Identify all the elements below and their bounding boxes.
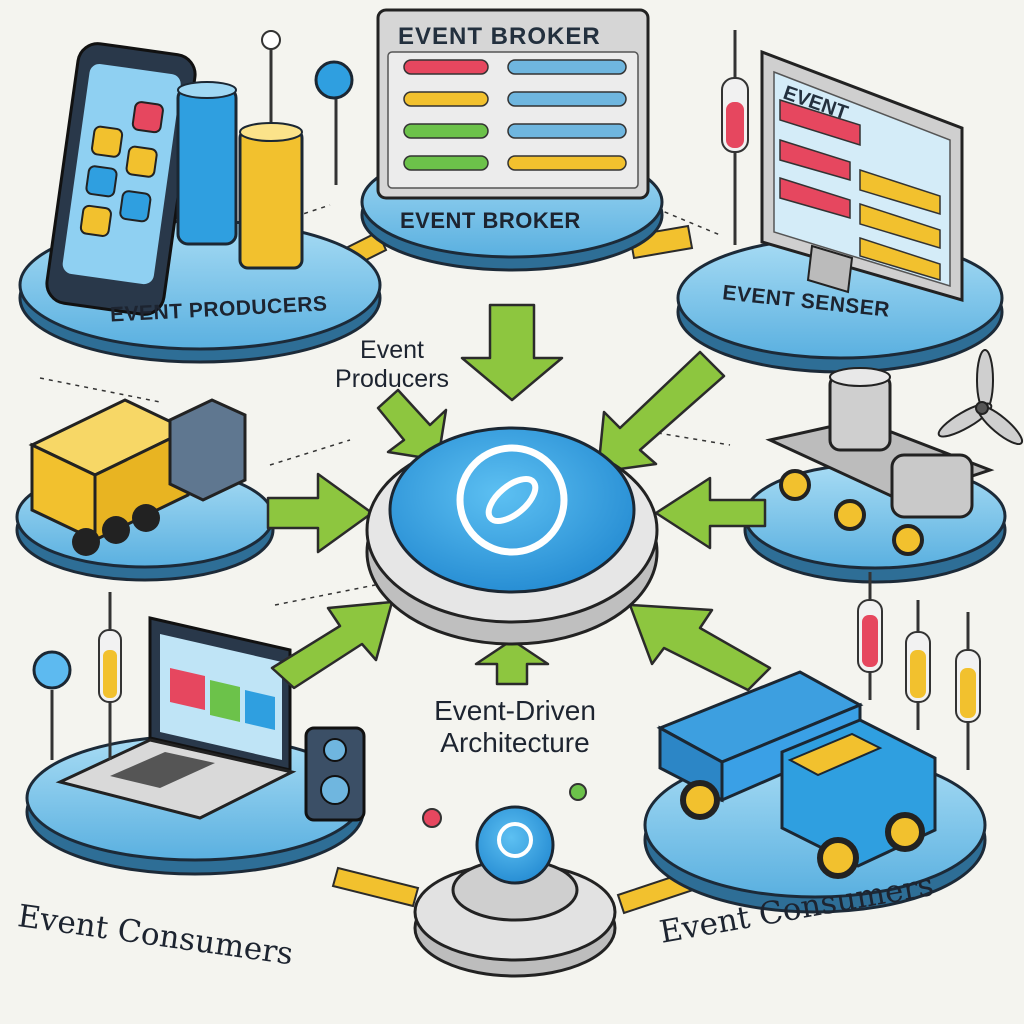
- arrow-from-bottom-right: [628, 603, 772, 692]
- monitor-icon: [760, 49, 964, 302]
- page-title-line1: Event-Driven: [434, 695, 596, 726]
- arrow-from-left: [266, 472, 374, 554]
- arrow-from-top-left: [376, 388, 448, 462]
- smartphone-icon: [45, 42, 197, 316]
- sensor-probe-icon: [721, 30, 749, 245]
- fan-icon: [937, 349, 1024, 446]
- battery-icon: [176, 81, 238, 246]
- cart-machine-icon: [765, 367, 995, 556]
- sensor-platform: [676, 30, 1004, 374]
- dump-truck-icon: [656, 670, 937, 879]
- page-title-line2: Architecture: [440, 727, 590, 758]
- broker-platform: [360, 8, 664, 272]
- speaker-icon: [304, 726, 366, 822]
- arrow-from-bottom-left: [270, 600, 394, 690]
- arrow-from-right: [654, 476, 767, 550]
- broker-board-icon: [376, 8, 650, 200]
- central-hub: [365, 426, 659, 646]
- consumers-left-platform: [25, 592, 366, 876]
- green-arrows: [266, 303, 772, 692]
- hub-ring-icon: [456, 444, 568, 556]
- hub-label-line1: Event: [360, 336, 424, 364]
- container-truck-icon: [28, 398, 247, 556]
- cylinder-tank-icon: [238, 30, 304, 270]
- left-probe-icon: [98, 592, 122, 760]
- hub-label-line2: Producers: [335, 365, 449, 393]
- producers-platform: [18, 30, 382, 364]
- arrow-from-top-right: [596, 350, 726, 474]
- signal-probe-icon: [314, 60, 354, 185]
- laptop-icon: [55, 616, 297, 820]
- left-truck-platform: [15, 398, 275, 582]
- arrow-from-bottom: [474, 638, 550, 686]
- hub-label: Event Producers: [322, 336, 462, 394]
- gauge-probes-icon: [857, 572, 981, 770]
- lightbulb-icon: [32, 650, 72, 760]
- broker-platform-label: EVENT BROKER: [400, 208, 581, 233]
- bottom-hub: [413, 783, 617, 978]
- right-cart-platform: [743, 349, 1024, 584]
- consumers-right-platform: [643, 572, 987, 914]
- broker-screen-title: EVENT BROKER: [398, 23, 601, 50]
- arrow-from-broker: [460, 303, 564, 402]
- link-left-bottom: [331, 866, 420, 908]
- page-title: Event-Driven Architecture: [370, 695, 660, 759]
